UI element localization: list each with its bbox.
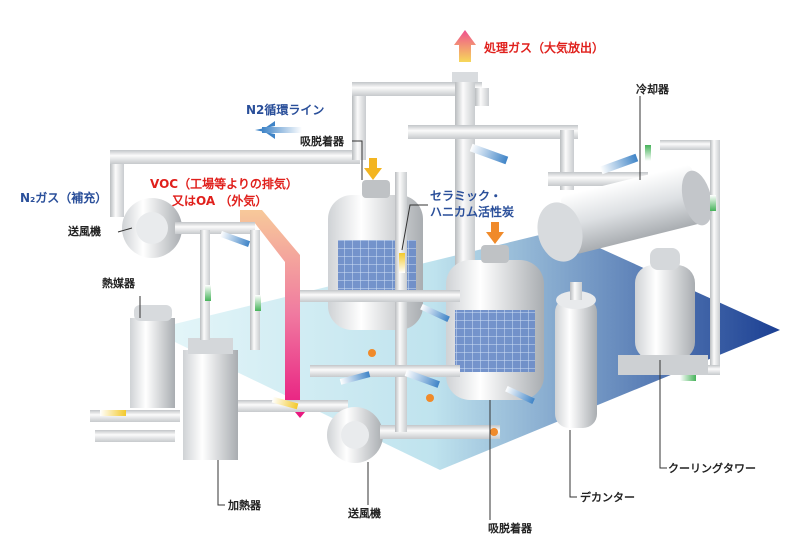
heat-medium-unit xyxy=(90,305,180,442)
flow-arrow-green xyxy=(205,285,211,301)
blower-bottom xyxy=(327,407,500,463)
heat-medium-label: 熱媒器 xyxy=(102,277,135,290)
ceramic-honeycomb-label-line1: セラミック・ xyxy=(430,189,502,203)
leader-lines xyxy=(117,96,667,520)
flow-arrow-green xyxy=(680,375,696,381)
flow-arrow-green xyxy=(645,145,651,161)
cooling-tower xyxy=(618,248,708,375)
flow-arrow-blue xyxy=(262,127,302,133)
flow-arrow-yellow xyxy=(100,410,126,416)
flow-arrow-blue xyxy=(420,303,450,323)
flow-arrows xyxy=(100,121,716,436)
cooler xyxy=(537,165,713,262)
blower-bottom-label: 送風機 xyxy=(348,507,381,520)
blower-top-label: 送風機 xyxy=(68,225,101,238)
ceramic-honeycomb-label-line2: ハニカム活性炭 xyxy=(430,205,515,219)
adsorber-top-arrow xyxy=(364,158,382,180)
flow-arrow-blue xyxy=(469,143,509,165)
voc-inflow-arrow xyxy=(240,210,315,418)
flow-arrow-yellow xyxy=(271,396,299,410)
heater-label: 加熱器 xyxy=(228,499,261,512)
flow-point-orange xyxy=(426,394,434,402)
cooling-tower-label: クーリングタワー xyxy=(668,462,756,475)
cooler-label: 冷却器 xyxy=(636,83,669,96)
flow-arrow-blue xyxy=(339,371,371,385)
flow-arrow-blue xyxy=(255,121,275,139)
flow-arrow-blue xyxy=(505,385,535,405)
flow-arrow-yellow xyxy=(399,253,405,273)
flow-arrow-blue xyxy=(599,153,639,175)
voc-label-line1: VOC（工場等よりの排気） xyxy=(150,177,298,191)
flow-point-orange xyxy=(490,428,498,436)
heater xyxy=(183,338,348,460)
blower-top xyxy=(122,198,255,258)
decanter xyxy=(555,282,597,428)
flow-arrow-blue xyxy=(219,231,251,247)
adsorber-bottom-arrow xyxy=(486,222,504,244)
flow-arrow-green xyxy=(255,295,261,311)
n2-gas-label: N₂ガス（補充） xyxy=(20,191,108,205)
flow-arrow-blue xyxy=(404,369,440,388)
adsorber-bottom-label: 吸脱着器 xyxy=(488,522,532,535)
adsorber-top-label: 吸脱着器 xyxy=(300,135,344,148)
flow-point-orange xyxy=(368,349,376,357)
adsorber-top xyxy=(328,158,423,330)
decanter-label: デカンター xyxy=(580,491,635,504)
n2-circulation-label: N2循環ライン xyxy=(246,103,325,117)
voc-label-line2: 又はOA （外気） xyxy=(172,194,268,208)
flow-arrow-green xyxy=(710,195,716,211)
exhaust-label: 処理ガス（大気放出） xyxy=(484,41,605,55)
adsorber-bottom xyxy=(446,222,544,400)
exhaust-arrow xyxy=(454,30,476,62)
